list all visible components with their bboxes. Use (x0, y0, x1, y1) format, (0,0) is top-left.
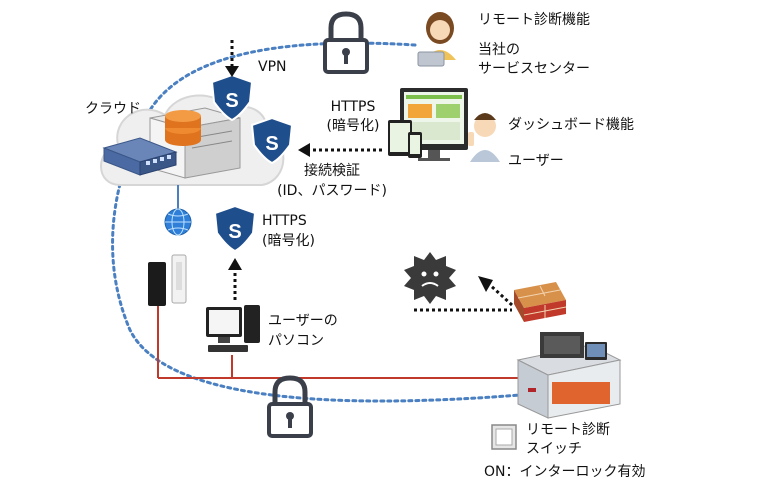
label-interlock: ON：インターロック有効 (484, 464, 646, 480)
label-user: ユーザー (508, 153, 564, 169)
remote-diag-switch[interactable] (491, 424, 517, 450)
label-support-center-1: 当社の (478, 42, 520, 58)
edm-machine-icon (516, 332, 622, 419)
svg-text:S: S (228, 221, 241, 243)
label-auth-2: (ID、パスワード) (277, 183, 387, 199)
shield-icon-https-top: S (250, 116, 294, 165)
firewall-icon (514, 282, 567, 322)
label-vpn: VPN (258, 59, 287, 75)
globe-icon (164, 208, 192, 236)
arrow-vpn-down (225, 40, 239, 77)
label-cloud: クラウド (85, 101, 141, 117)
dashboard-devices-icon (388, 88, 468, 161)
lan-lines (157, 305, 522, 379)
label-dashboard: ダッシュボード機能 (508, 117, 634, 133)
vpn-dotted-path (111, 41, 522, 403)
lock-icon-top (323, 11, 369, 74)
operator-avatar (417, 12, 456, 67)
network-switch-icon (102, 137, 178, 176)
arrow-dashboard-to-cloud (298, 143, 382, 157)
user-pc-icon (206, 305, 260, 352)
arrow-pc-up (228, 258, 242, 300)
label-remote-diag: リモート診断機能 (478, 12, 590, 28)
shield-icon-vpn: S (210, 73, 254, 122)
label-https-top-2: (暗号化) (326, 118, 380, 134)
label-switch-2: スイッチ (526, 441, 582, 457)
label-https-bottom-2: (暗号化) (262, 233, 315, 249)
malware-icon (404, 252, 456, 304)
label-https-bottom-1: HTTPS (262, 213, 307, 229)
label-auth-1: 接続検証 (304, 163, 360, 179)
label-user-pc-1: ユーザーの (268, 313, 338, 329)
label-user-pc-2: パソコン (268, 333, 324, 349)
router-icon (148, 254, 187, 306)
shield-icon-https-bottom: S (213, 204, 257, 253)
lock-icon-bottom (267, 375, 313, 438)
user-avatar (468, 113, 500, 162)
database-icon (165, 110, 201, 146)
label-https-top-1: HTTPS (330, 99, 376, 115)
label-switch-1: リモート診断 (526, 422, 610, 438)
label-support-center-2: サービスセンター (478, 61, 590, 77)
svg-text:S: S (225, 90, 238, 112)
arrow-firewall-block (414, 276, 514, 312)
svg-text:S: S (265, 133, 278, 155)
